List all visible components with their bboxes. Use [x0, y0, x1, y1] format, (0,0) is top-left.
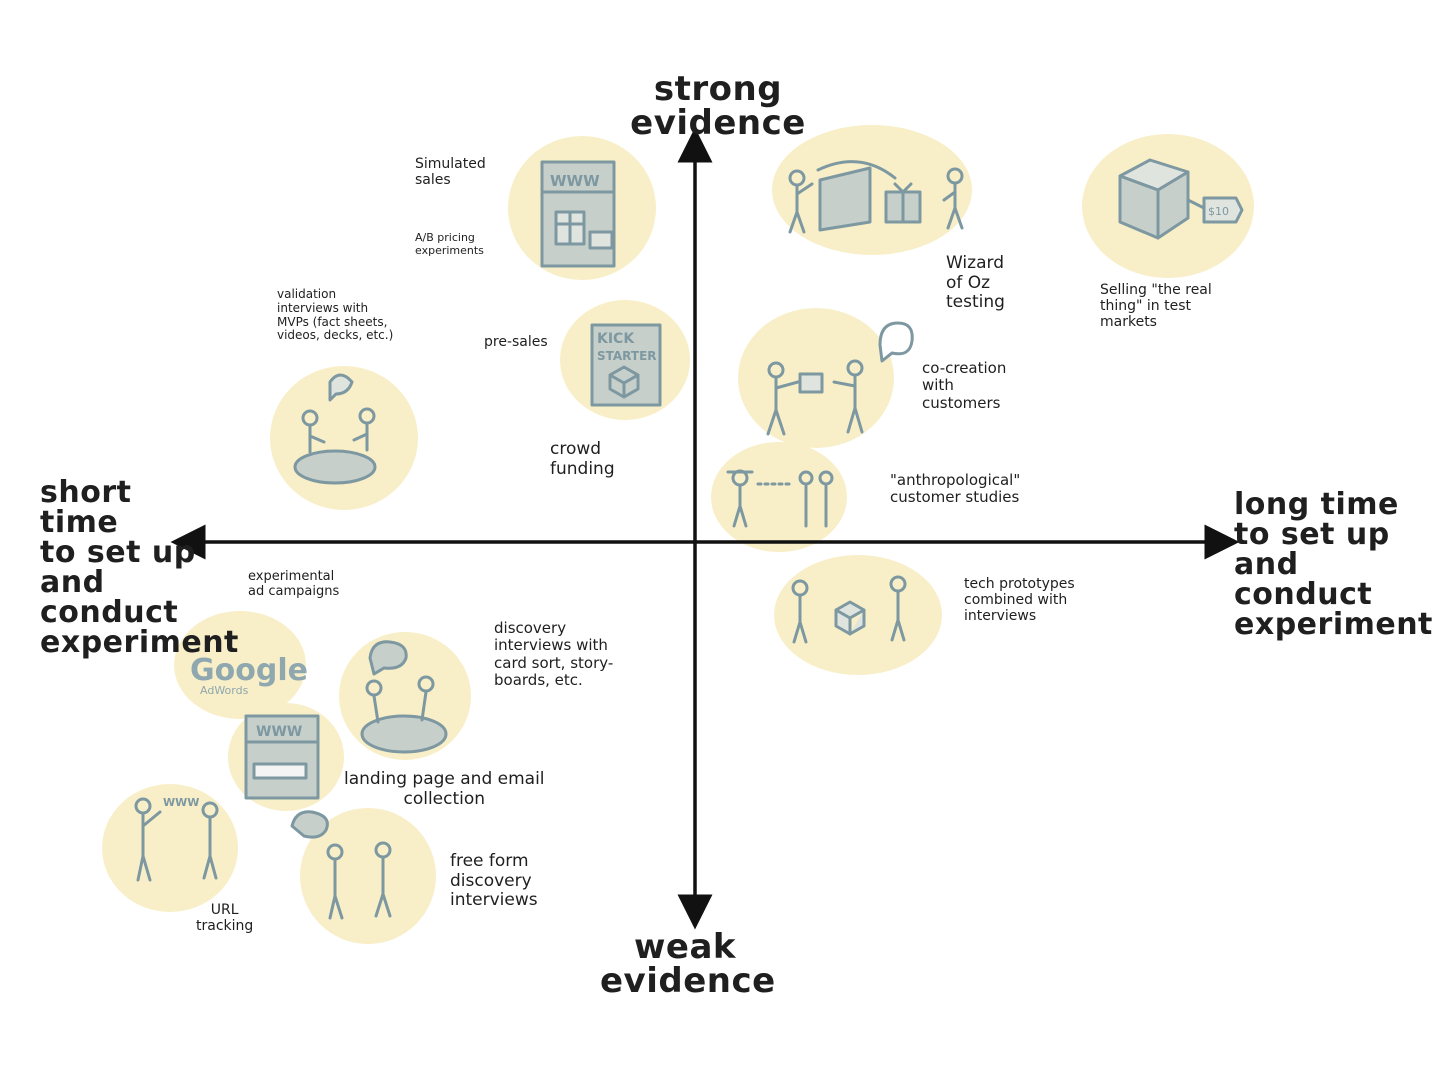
- label-selling-real-thing: Selling "the real thing" in test markets: [1100, 282, 1212, 331]
- label-tech-prototypes: tech prototypes combined with interviews: [964, 576, 1075, 625]
- tech-prototype-icon: [791, 575, 907, 644]
- price-tag-text: $10: [1208, 205, 1229, 218]
- axis-label-top: strong evidence: [630, 69, 806, 143]
- www-text-landing: WWW: [256, 724, 302, 740]
- adwords-logo-text: AdWords: [200, 684, 249, 697]
- label-crowd-funding: crowd funding: [550, 439, 615, 479]
- label-simulated-sales: Simulated sales: [415, 156, 486, 189]
- label-free-form: free form discovery interviews: [450, 851, 538, 911]
- label-ab-pricing: A/B pricing experiments: [415, 231, 484, 257]
- kickstarter-text-1: KICK: [597, 331, 635, 347]
- label-validation-interviews: validation interviews with MVPs (fact sh…: [277, 287, 394, 343]
- label-url-tracking: URL tracking: [196, 902, 254, 935]
- free-form-interview-icon: [290, 810, 392, 920]
- www-text-simulated: WWW: [550, 172, 600, 190]
- axis-label-bottom: weak evidence: [600, 927, 776, 1001]
- label-wizard-of-oz: Wizard of Oz testing: [946, 253, 1005, 313]
- discovery-interview-icon: [360, 640, 448, 754]
- landing-page-icon: [244, 714, 320, 800]
- co-creation-icon: [766, 321, 914, 436]
- url-tracking-icon: [134, 797, 219, 882]
- sketches: [134, 158, 1244, 920]
- label-landing-page: landing page and email collection: [344, 769, 545, 809]
- kickstarter-text-2: STARTER: [597, 349, 657, 363]
- box-price-tag-icon: [1118, 158, 1244, 240]
- www-text-url: WWW: [163, 796, 199, 809]
- label-co-creation: co-creation with customers: [922, 359, 1007, 412]
- web-page-gift-icon: [540, 160, 616, 268]
- axis-label-left: short time to set up and conduct experim…: [40, 475, 239, 660]
- axis-label-right: long time to set up and conduct experime…: [1234, 487, 1433, 642]
- label-anthropological: "anthropological" customer studies: [890, 471, 1021, 507]
- label-experimental-ad: experimental ad campaigns: [248, 569, 340, 599]
- label-pre-sales: pre-sales: [484, 334, 548, 350]
- blobs: [102, 125, 1254, 944]
- anthropological-study-icon: [726, 469, 834, 528]
- axes: [170, 127, 1240, 930]
- kickstarter-icon: [590, 323, 662, 407]
- blob-free-form: [300, 808, 436, 944]
- google-logo-text: Google: [190, 653, 308, 688]
- interview-table-icon: [293, 373, 377, 485]
- blob-google: [174, 611, 306, 719]
- label-discovery-interviews: discovery interviews with card sort, sto…: [494, 619, 614, 689]
- wizard-of-oz-scene-icon: [788, 160, 964, 234]
